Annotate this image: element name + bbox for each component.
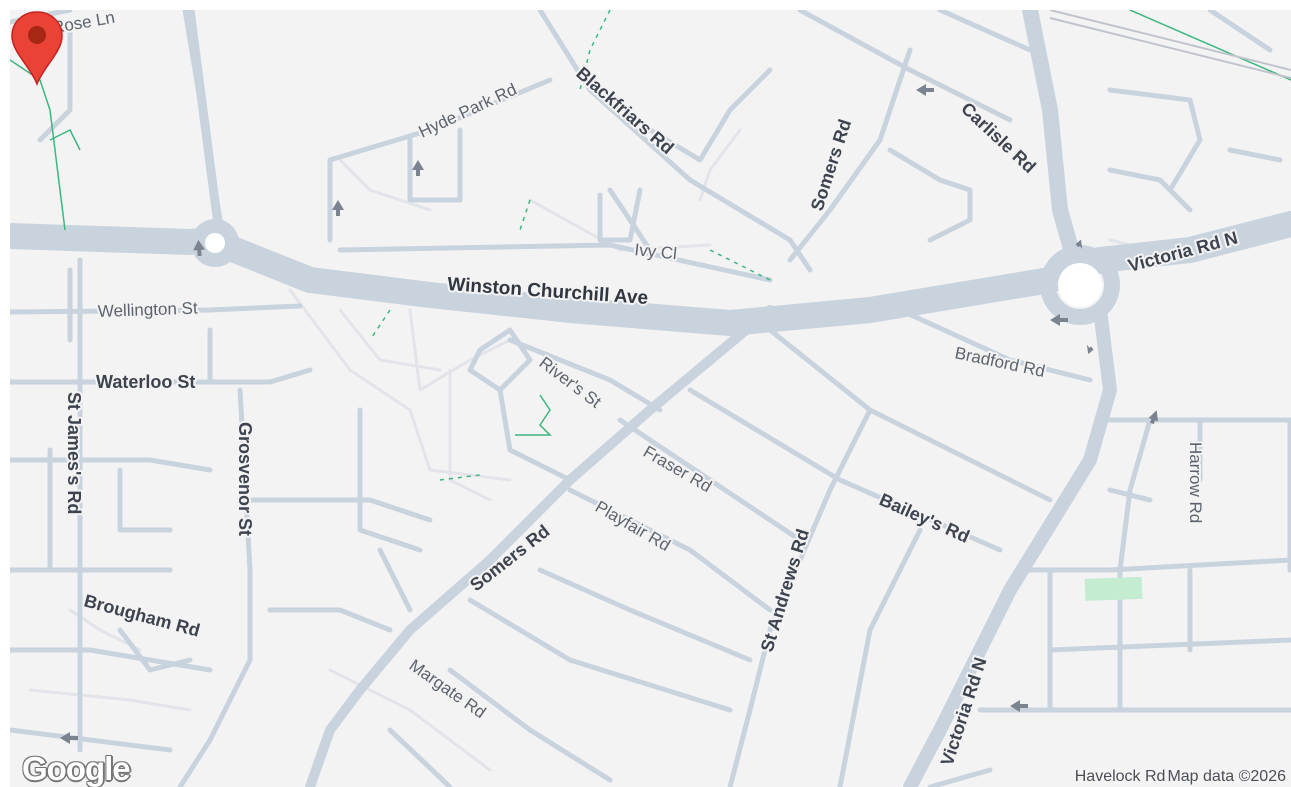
label-baileys-rd: Bailey's Rd xyxy=(876,489,972,546)
label-wellington-st: Wellington St xyxy=(97,299,198,321)
location-marker-icon[interactable] xyxy=(10,10,64,86)
label-st-andrews-rd: St Andrews Rd xyxy=(757,527,813,655)
label-carlisle-rd: Carlisle Rd xyxy=(957,98,1039,177)
map-canvas[interactable]: Winston Churchill Ave Victoria Rd N Vict… xyxy=(10,10,1291,787)
attribution-text[interactable]: Map data ©2026 xyxy=(1167,768,1286,785)
label-brougham-rd: Brougham Rd xyxy=(82,591,202,641)
label-fraser-rd: Fraser Rd xyxy=(640,442,715,496)
map-roads: Winston Churchill Ave Victoria Rd N Vict… xyxy=(10,10,1291,787)
label-havelock-rd: Havelock Rd xyxy=(1074,768,1166,785)
label-hyde-park-rd: Hyde Park Rd xyxy=(416,80,520,142)
label-playfair-rd: Playfair Rd xyxy=(592,497,674,555)
label-harrow-rd: Harrow Rd xyxy=(1186,442,1205,523)
google-logo[interactable]: Google xyxy=(22,750,131,787)
label-ivy-cl: Ivy Cl xyxy=(634,240,678,263)
label-somers-rd-bottom: Somers Rd xyxy=(466,521,553,595)
label-bradford-rd: Bradford Rd xyxy=(953,343,1047,381)
label-waterloo-st: Waterloo St xyxy=(96,372,195,392)
label-blackfriars-rd: Blackfriars Rd xyxy=(572,63,677,158)
label-somers-rd-top: Somers Rd xyxy=(807,117,855,214)
label-grosvenor-st: Grosvenor St xyxy=(235,422,255,536)
label-st-jamess-rd: St James's Rd xyxy=(64,392,84,514)
